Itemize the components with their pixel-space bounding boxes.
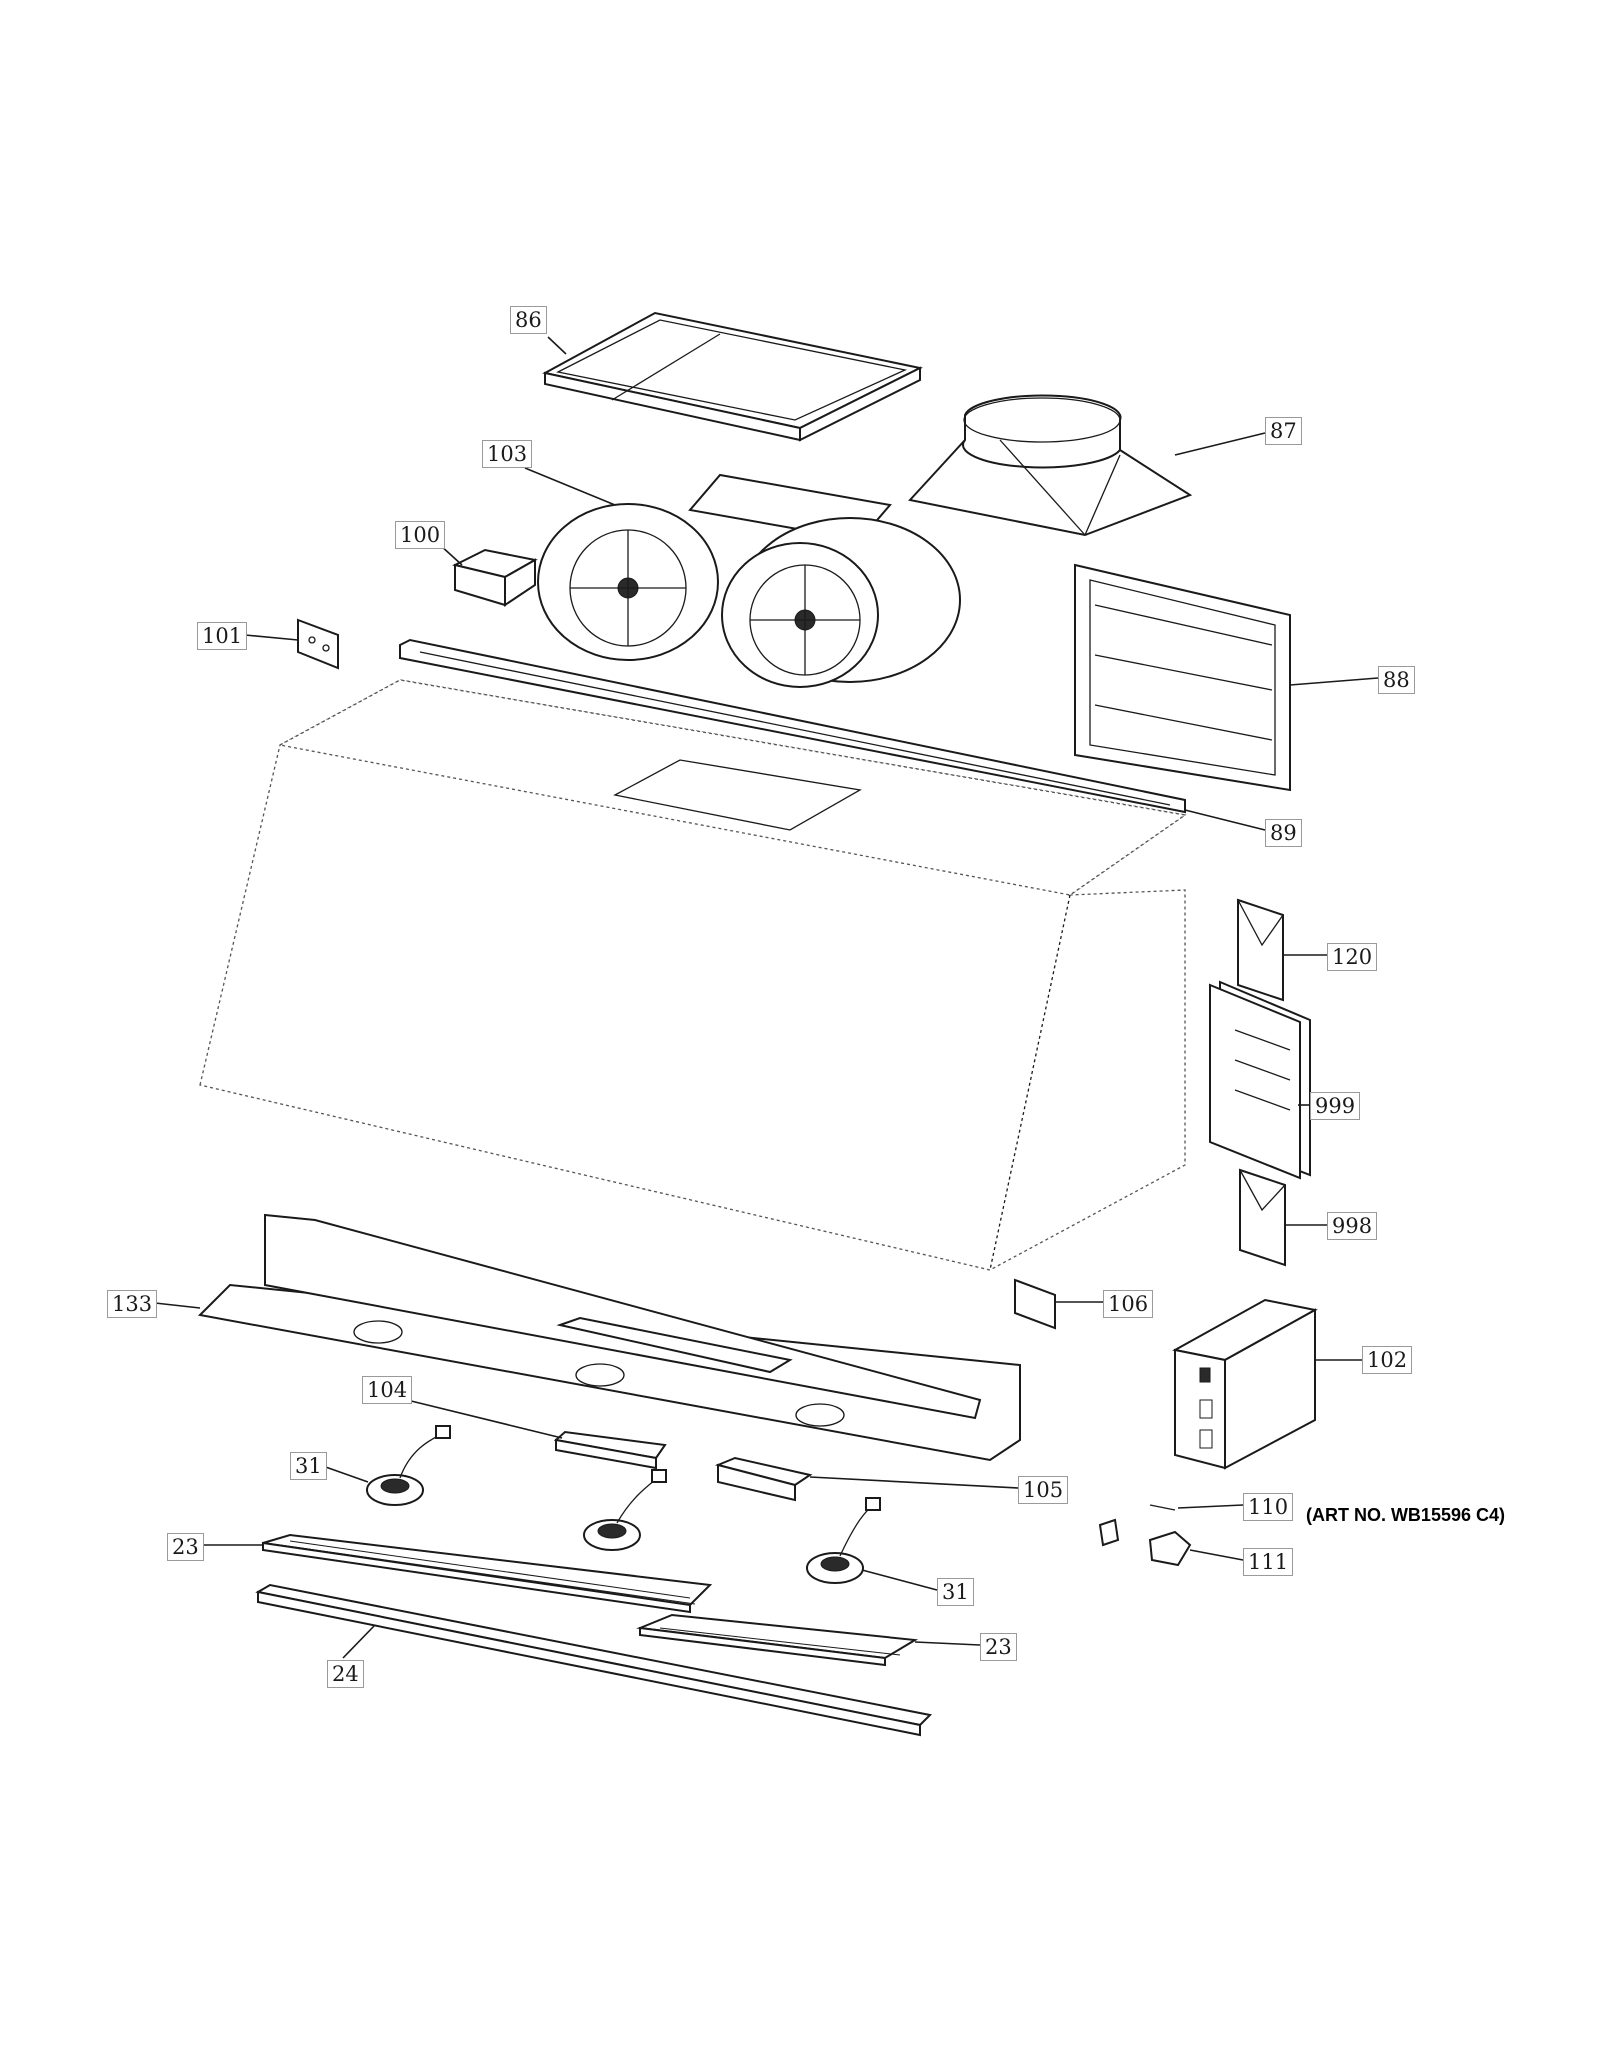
callout-102: 102 xyxy=(1362,1346,1413,1374)
callout-31-left: 31 xyxy=(290,1452,327,1480)
callout-111: 111 xyxy=(1243,1548,1294,1576)
callout-106: 106 xyxy=(1103,1290,1154,1318)
part-23-filter-right xyxy=(636,1613,919,1667)
part-31-light-right xyxy=(806,1497,881,1584)
part-31-light-center xyxy=(583,1469,667,1551)
part-102-control-box xyxy=(1172,1298,1318,1470)
callout-103: 103 xyxy=(482,440,533,468)
hood-housing xyxy=(199,679,1187,1271)
callout-998: 998 xyxy=(1327,1212,1378,1240)
part-111-switch xyxy=(1098,1518,1192,1567)
part-89-slotted-rail xyxy=(399,638,1186,814)
callout-86: 86 xyxy=(510,306,547,334)
callout-100: 100 xyxy=(395,521,446,549)
callout-87: 87 xyxy=(1265,417,1302,445)
leader-lines xyxy=(154,336,1379,1659)
part-106-bracket xyxy=(1014,1278,1056,1330)
art-number: (ART NO. WB15596 C4) xyxy=(1305,1505,1505,1525)
part-23-filter-left xyxy=(262,1533,713,1614)
part-101-bracket xyxy=(297,618,339,670)
callout-105: 105 xyxy=(1018,1476,1069,1504)
part-31-light-left xyxy=(366,1425,451,1506)
callout-31-right: 31 xyxy=(937,1578,974,1606)
callout-88: 88 xyxy=(1378,666,1415,694)
part-998-envelope xyxy=(1239,1168,1286,1267)
callout-120: 120 xyxy=(1327,943,1378,971)
part-104-driver xyxy=(553,1430,667,1470)
part-999-manual xyxy=(1209,980,1311,1180)
part-120-envelope xyxy=(1237,898,1284,1002)
callout-999: 999 xyxy=(1310,1092,1361,1120)
part-88-baffle-frame xyxy=(1074,563,1291,792)
part-110-clip xyxy=(1149,1504,1176,1511)
callout-110: 110 xyxy=(1243,1493,1294,1521)
callout-133: 133 xyxy=(107,1290,158,1318)
callout-24: 24 xyxy=(327,1660,364,1688)
callout-104: 104 xyxy=(362,1376,413,1404)
callout-23-left: 23 xyxy=(167,1533,204,1561)
part-103-blower-assembly xyxy=(537,473,961,688)
part-86-top-frame xyxy=(542,311,924,442)
part-24-front-bar xyxy=(255,1583,933,1737)
callout-89: 89 xyxy=(1265,819,1302,847)
part-105-module xyxy=(714,1456,813,1502)
part-133-bottom-panel xyxy=(197,1213,1021,1462)
callout-23-right: 23 xyxy=(980,1633,1017,1661)
part-87-duct-adapter xyxy=(908,394,1193,537)
callout-101: 101 xyxy=(197,622,248,650)
part-100-module xyxy=(452,548,538,607)
